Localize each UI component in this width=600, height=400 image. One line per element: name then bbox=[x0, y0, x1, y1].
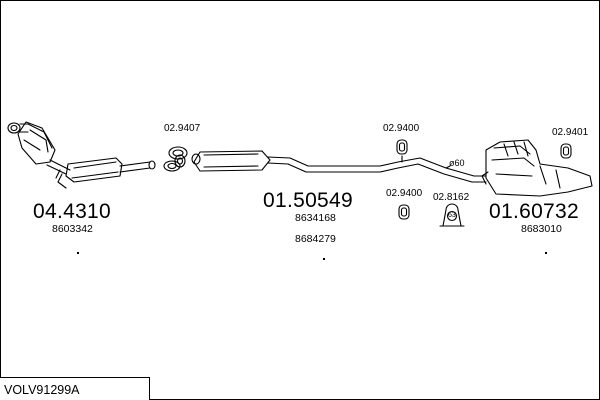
hanger-mid-top-label: 02.9400 bbox=[383, 123, 420, 134]
right-oem-ref: 8683010 bbox=[521, 223, 562, 235]
diameter-label: ø60 bbox=[449, 158, 465, 168]
front-section-drawing bbox=[7, 121, 156, 189]
hanger-rear-drawing bbox=[560, 143, 572, 159]
left-part-number: 04.4310 bbox=[33, 200, 112, 223]
hanger-mid-bottom-label: 02.9400 bbox=[386, 188, 423, 199]
diameter-pointer bbox=[445, 165, 451, 169]
middle-part-number: 01.50549 bbox=[263, 189, 353, 212]
hanger-mid-bottom-drawing bbox=[398, 204, 410, 220]
clamp-front-label: 02.9407 bbox=[164, 123, 201, 134]
middle-oem-ref-2: 8684279 bbox=[295, 233, 336, 245]
hanger-rear-label: 02.9401 bbox=[552, 127, 589, 138]
right-marker bbox=[545, 252, 547, 254]
gasket-drawing bbox=[439, 203, 465, 227]
middle-section-drawing bbox=[174, 150, 487, 183]
rear-section-drawing bbox=[481, 139, 593, 197]
clamp-front-drawing bbox=[163, 146, 188, 172]
left-oem-ref: 8603342 bbox=[52, 223, 93, 235]
gasket-callout: 63 bbox=[448, 212, 456, 219]
left-marker bbox=[77, 252, 79, 254]
middle-oem-ref-1: 8634168 bbox=[295, 212, 336, 224]
right-part-number: 01.60732 bbox=[489, 200, 579, 223]
gasket-label: 02.8162 bbox=[433, 192, 470, 203]
diagram-code-box: VOLV91299A bbox=[0, 377, 150, 400]
diagram-code: VOLV91299A bbox=[4, 383, 80, 397]
middle-marker bbox=[323, 258, 325, 260]
hanger-mid-top-drawing bbox=[396, 139, 408, 163]
